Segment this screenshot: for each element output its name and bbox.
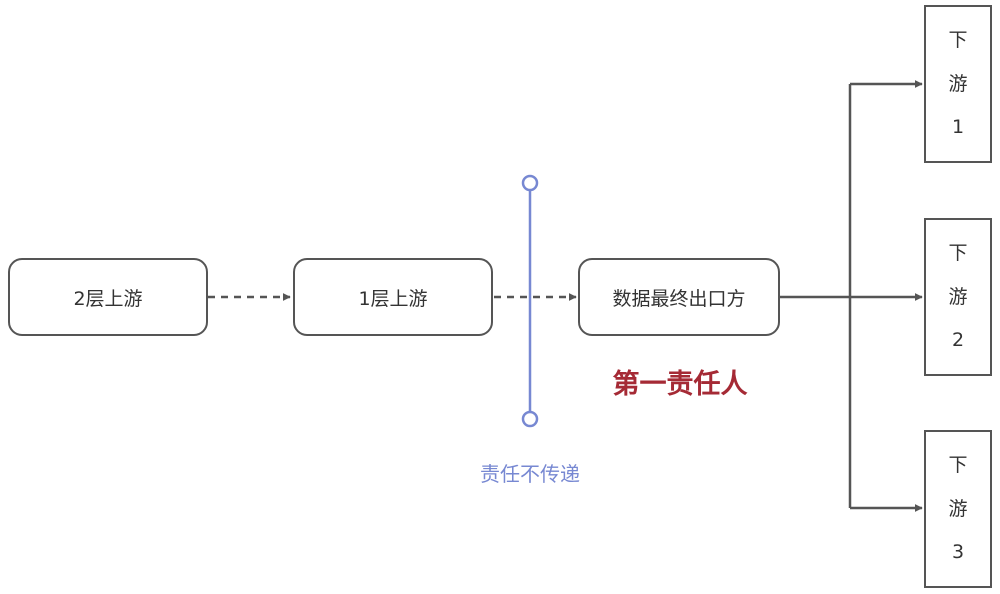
downstream-3-char: 下 [948, 454, 968, 477]
node-final-exit-label: 数据最终出口方 [612, 287, 746, 310]
node-upstream-2[interactable]: 2层上游 [8, 258, 208, 336]
downstream-3-char: 游 [948, 497, 968, 520]
barrier-bottom-handle [521, 410, 539, 428]
node-upstream-1-label: 1层上游 [358, 287, 428, 310]
node-downstream-1[interactable]: 下 游 1 [924, 5, 992, 163]
primary-responsible-label: 第一责任人 [612, 369, 748, 400]
downstream-1-char: 游 [948, 72, 968, 95]
barrier-top-handle [521, 174, 539, 192]
node-downstream-3[interactable]: 下 游 3 [924, 430, 992, 588]
downstream-2-char: 下 [948, 242, 968, 265]
responsibility-not-transferred-label: 责任不传递 [480, 462, 580, 486]
downstream-3-char: 3 [951, 540, 965, 563]
node-upstream-2-label: 2层上游 [73, 287, 143, 310]
node-upstream-1[interactable]: 1层上游 [293, 258, 493, 336]
node-downstream-2[interactable]: 下 游 2 [924, 218, 992, 376]
node-final-exit[interactable]: 数据最终出口方 [578, 258, 780, 336]
downstream-2-char: 2 [951, 328, 965, 351]
downstream-2-char: 游 [948, 285, 968, 308]
downstream-1-char: 下 [948, 29, 968, 52]
downstream-1-char: 1 [951, 115, 965, 138]
